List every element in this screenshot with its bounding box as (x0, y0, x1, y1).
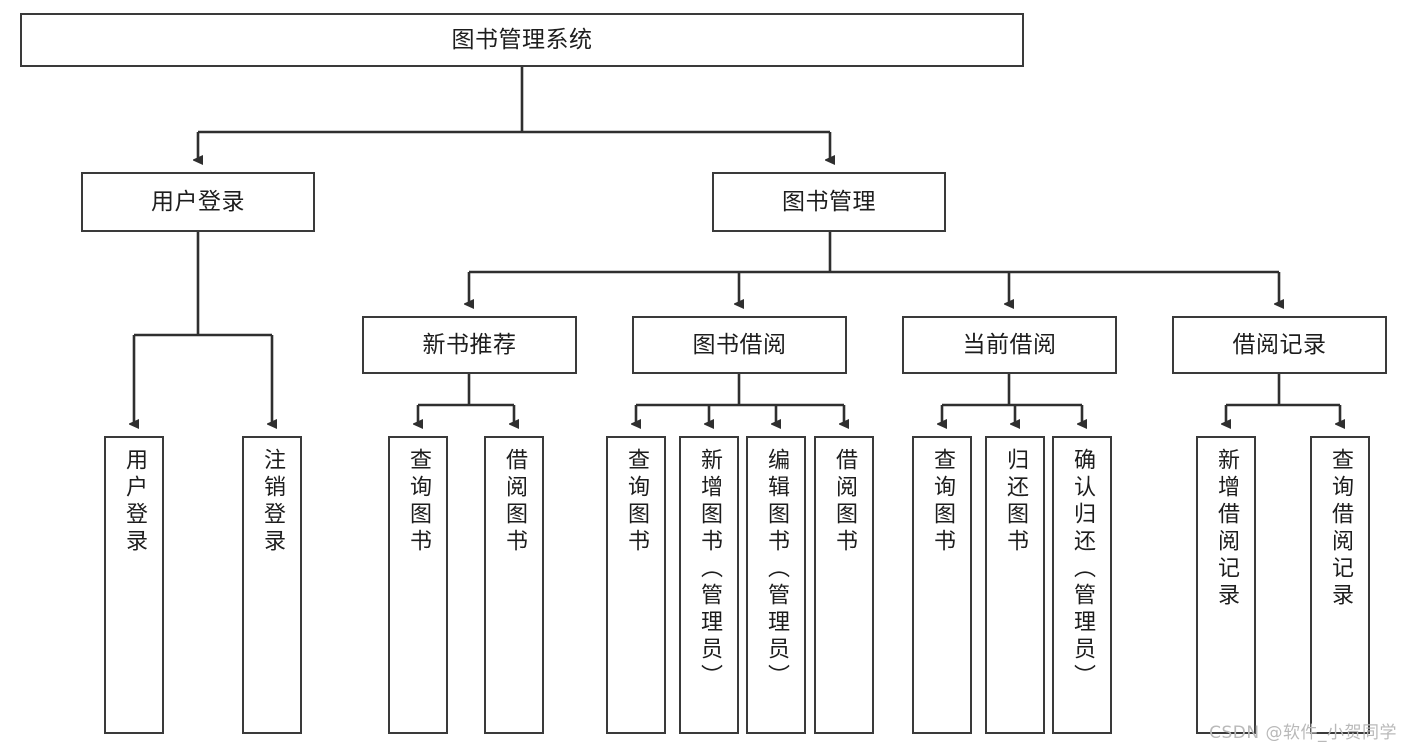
node-leaf-query-book-current-label: 查询图书 (930, 448, 955, 556)
node-leaf-add-borrow-record-label: 新增借阅记录 (1214, 448, 1239, 610)
node-root-label: 图书管理系统 (451, 26, 593, 53)
node-leaf-confirm-return-admin[interactable]: 确认归还（管理员） (1052, 436, 1112, 734)
node-leaf-logout-label: 注销登录 (260, 448, 285, 556)
node-leaf-add-borrow-record[interactable]: 新增借阅记录 (1196, 436, 1256, 734)
node-leaf-query-book-rec[interactable]: 查询图书 (388, 436, 448, 734)
node-leaf-add-book-admin[interactable]: 新增图书（管理员） (679, 436, 739, 734)
node-leaf-edit-book-admin[interactable]: 编辑图书（管理员） (746, 436, 806, 734)
node-leaf-borrow-book-rec[interactable]: 借阅图书 (484, 436, 544, 734)
node-borrow-record[interactable]: 借阅记录 (1172, 316, 1387, 374)
node-book-borrow[interactable]: 图书借阅 (632, 316, 847, 374)
node-leaf-query-book-borrow[interactable]: 查询图书 (606, 436, 666, 734)
node-leaf-confirm-return-admin-label: 确认归还（管理员） (1070, 448, 1095, 691)
node-leaf-edit-book-admin-label: 编辑图书（管理员） (764, 448, 789, 691)
node-leaf-return-book[interactable]: 归还图书 (985, 436, 1045, 734)
node-borrow-record-label: 借阅记录 (1232, 331, 1327, 358)
node-new-book-recommend-label: 新书推荐 (422, 331, 517, 358)
node-user-login-label: 用户登录 (151, 188, 245, 215)
node-leaf-query-book-current[interactable]: 查询图书 (912, 436, 972, 734)
node-leaf-borrow-book[interactable]: 借阅图书 (814, 436, 874, 734)
node-leaf-return-book-label: 归还图书 (1003, 448, 1028, 556)
node-leaf-logout[interactable]: 注销登录 (242, 436, 302, 734)
node-leaf-query-book-borrow-label: 查询图书 (624, 448, 649, 556)
node-current-borrow-label: 当前借阅 (962, 331, 1057, 358)
node-leaf-add-book-admin-label: 新增图书（管理员） (697, 448, 722, 691)
node-book-manage[interactable]: 图书管理 (712, 172, 946, 232)
node-leaf-borrow-book-rec-label: 借阅图书 (502, 448, 527, 556)
node-book-borrow-label: 图书借阅 (692, 331, 787, 358)
node-user-login[interactable]: 用户登录 (81, 172, 315, 232)
node-new-book-recommend[interactable]: 新书推荐 (362, 316, 577, 374)
node-leaf-query-borrow-record-label: 查询借阅记录 (1328, 448, 1353, 610)
node-leaf-user-login-label: 用户登录 (122, 448, 147, 556)
node-leaf-borrow-book-label: 借阅图书 (832, 448, 857, 556)
node-current-borrow[interactable]: 当前借阅 (902, 316, 1117, 374)
node-leaf-query-borrow-record[interactable]: 查询借阅记录 (1310, 436, 1370, 734)
node-root[interactable]: 图书管理系统 (20, 13, 1024, 67)
watermark: CSDN @软件_小贺同学 (1209, 723, 1397, 743)
node-book-manage-label: 图书管理 (782, 188, 876, 215)
node-leaf-query-book-rec-label: 查询图书 (406, 448, 431, 556)
node-leaf-user-login[interactable]: 用户登录 (104, 436, 164, 734)
